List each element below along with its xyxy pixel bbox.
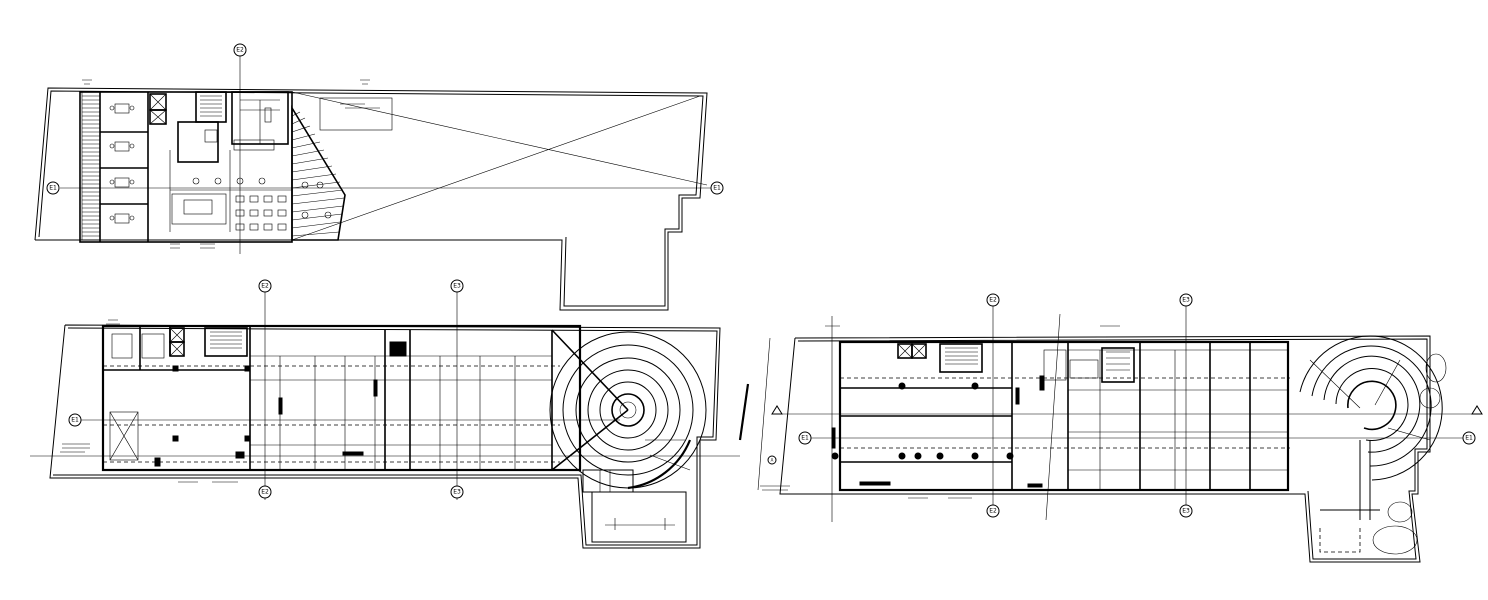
top-roof-diagonals xyxy=(291,91,708,241)
right-parking-grid xyxy=(1068,349,1288,490)
right-columns xyxy=(831,375,1045,488)
right-grid-vertical-lines xyxy=(831,306,1187,522)
right-section-marker-left: A xyxy=(767,405,783,465)
middle-plan: E2 E3 E2 E3 E1 xyxy=(30,279,740,549)
top-tables xyxy=(109,103,135,224)
grid-label: E1 xyxy=(1465,435,1473,442)
right-site-boundary xyxy=(779,335,1431,563)
middle-spiral-ramp xyxy=(549,329,707,493)
right-section-marker-right xyxy=(1471,405,1483,415)
right-edge-line xyxy=(757,337,771,491)
grid-label: E3 xyxy=(1182,508,1190,515)
middle-annotation-ticks xyxy=(60,319,240,483)
middle-grid-bubble-e1-left: E1 xyxy=(68,413,82,427)
top-left-hatch xyxy=(81,91,101,241)
middle-site-boundary-inner xyxy=(53,327,718,546)
middle-grid-vertical-lines xyxy=(264,292,458,500)
right-spiral-ramp xyxy=(1299,335,1447,555)
top-plan-boundary-inner xyxy=(38,90,704,307)
right-main-walls xyxy=(840,342,1251,490)
right-edge-bar xyxy=(738,383,750,441)
middle-grid-bubble-e2-bottom: E2 xyxy=(258,485,272,499)
grid-label: E2 xyxy=(261,283,269,290)
top-plan-boundary xyxy=(34,87,708,311)
middle-grid-bubble-e2-top: E2 xyxy=(258,279,272,293)
right-dashed-lines xyxy=(840,377,1290,449)
right-annotation-ticks xyxy=(760,325,1120,499)
top-roof-label xyxy=(340,103,380,109)
middle-columns xyxy=(154,341,407,467)
grid-label: E2 xyxy=(261,489,269,496)
right-site-boundary-inner xyxy=(797,338,1428,560)
right-grid-bubble-e3-bottom: E3 xyxy=(1179,504,1193,518)
right-grid-bubble-e3-top: E3 xyxy=(1179,293,1193,307)
middle-grid-bubble-e3-bottom: E3 xyxy=(450,485,464,499)
middle-grid-horizontal-lines xyxy=(30,419,740,457)
top-grid-bubble-e2: E2 xyxy=(233,43,247,57)
top-grid-bubble-e1-left: E1 xyxy=(46,181,60,195)
middle-building-outline xyxy=(101,324,582,472)
middle-lower-room xyxy=(591,491,687,543)
grid-label: E1 xyxy=(49,185,57,192)
grid-label: E2 xyxy=(236,47,244,54)
grid-label: E3 xyxy=(453,283,461,290)
grid-label: E3 xyxy=(453,489,461,496)
grid-label: E1 xyxy=(713,185,721,192)
middle-grid-bubble-e3-top: E3 xyxy=(450,279,464,293)
grid-label: E1 xyxy=(801,435,809,442)
top-core xyxy=(149,91,289,163)
top-terrace-hatch xyxy=(291,105,346,241)
grid-label: E2 xyxy=(989,297,997,304)
top-grid-bubble-e1-right: E1 xyxy=(710,181,724,195)
top-seating xyxy=(169,150,292,232)
section-label: A xyxy=(771,458,774,463)
right-grid-bubble-e2-top: E2 xyxy=(986,293,1000,307)
middle-parking-grid xyxy=(250,355,552,470)
grid-label: E1 xyxy=(71,417,79,424)
top-meeting-rooms xyxy=(99,92,149,242)
right-grid-bubble-e1-left: E1 xyxy=(798,431,812,445)
right-grid-horizontal-lines xyxy=(775,413,1480,439)
middle-dashed-lines xyxy=(103,365,560,463)
grid-label: E3 xyxy=(1182,297,1190,304)
top-roof-opening xyxy=(319,97,393,131)
right-core xyxy=(897,343,1135,383)
right-plan: E2 E3 E2 E3 E1 E1 A xyxy=(738,293,1483,563)
right-grid-bubble-e2-bottom: E2 xyxy=(986,504,1000,518)
top-annotation-ticks xyxy=(82,79,370,249)
top-plan: E2 E1 E1 xyxy=(34,43,724,311)
grid-label: E2 xyxy=(989,508,997,515)
right-grid-bubble-e1-right: E1 xyxy=(1462,431,1476,445)
